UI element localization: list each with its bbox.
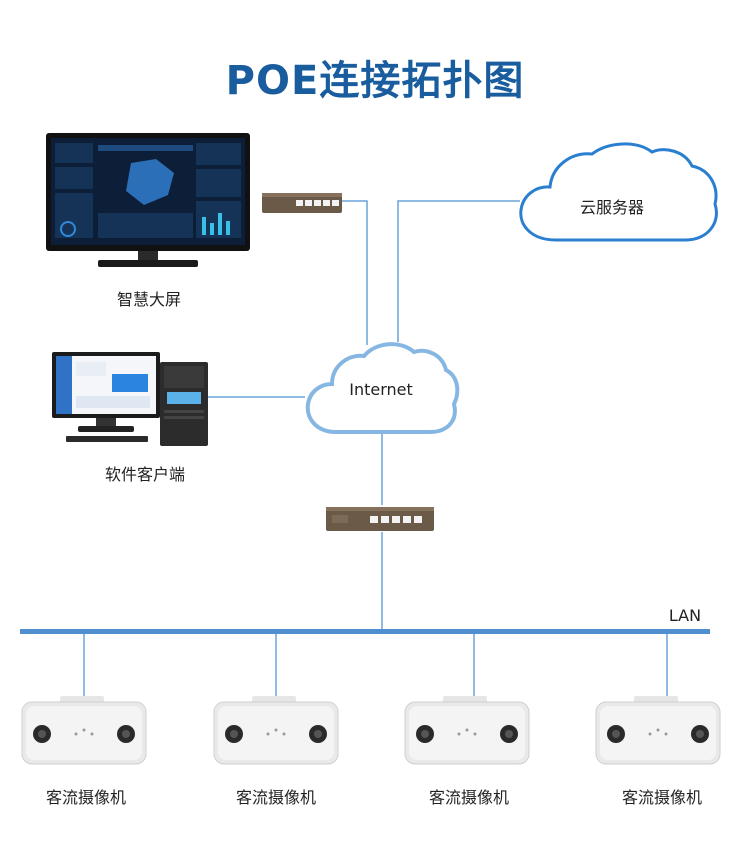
internet-cloud-icon	[305, 342, 460, 434]
label-camera-2: 客流摄像机	[235, 788, 316, 807]
camera-icon-3	[404, 696, 530, 765]
label-lan: LAN	[668, 606, 702, 625]
line-cloudserver-to-internet	[397, 200, 520, 342]
smart-screen-monitor	[46, 133, 250, 267]
camera-icon-1	[21, 696, 147, 765]
cloud-server-icon	[519, 142, 718, 242]
camera-icon-2	[213, 696, 339, 765]
label-software-client: 软件客户端	[104, 465, 185, 484]
label-smart-screen: 智慧大屏	[116, 290, 181, 309]
pc-client-icon	[52, 352, 208, 446]
label-internet: Internet	[349, 380, 413, 399]
line-screen-router-to-internet	[342, 200, 368, 345]
lan-bus	[20, 629, 710, 634]
router-top	[262, 193, 342, 213]
poe-switch	[326, 507, 434, 531]
page-title: POE连接拓扑图	[225, 58, 525, 104]
label-camera-1: 客流摄像机	[45, 788, 126, 807]
label-camera-3: 客流摄像机	[428, 788, 509, 807]
label-camera-4: 客流摄像机	[621, 788, 702, 807]
label-cloud-server: 云服务器	[579, 198, 644, 217]
camera-icon-4	[595, 696, 721, 765]
